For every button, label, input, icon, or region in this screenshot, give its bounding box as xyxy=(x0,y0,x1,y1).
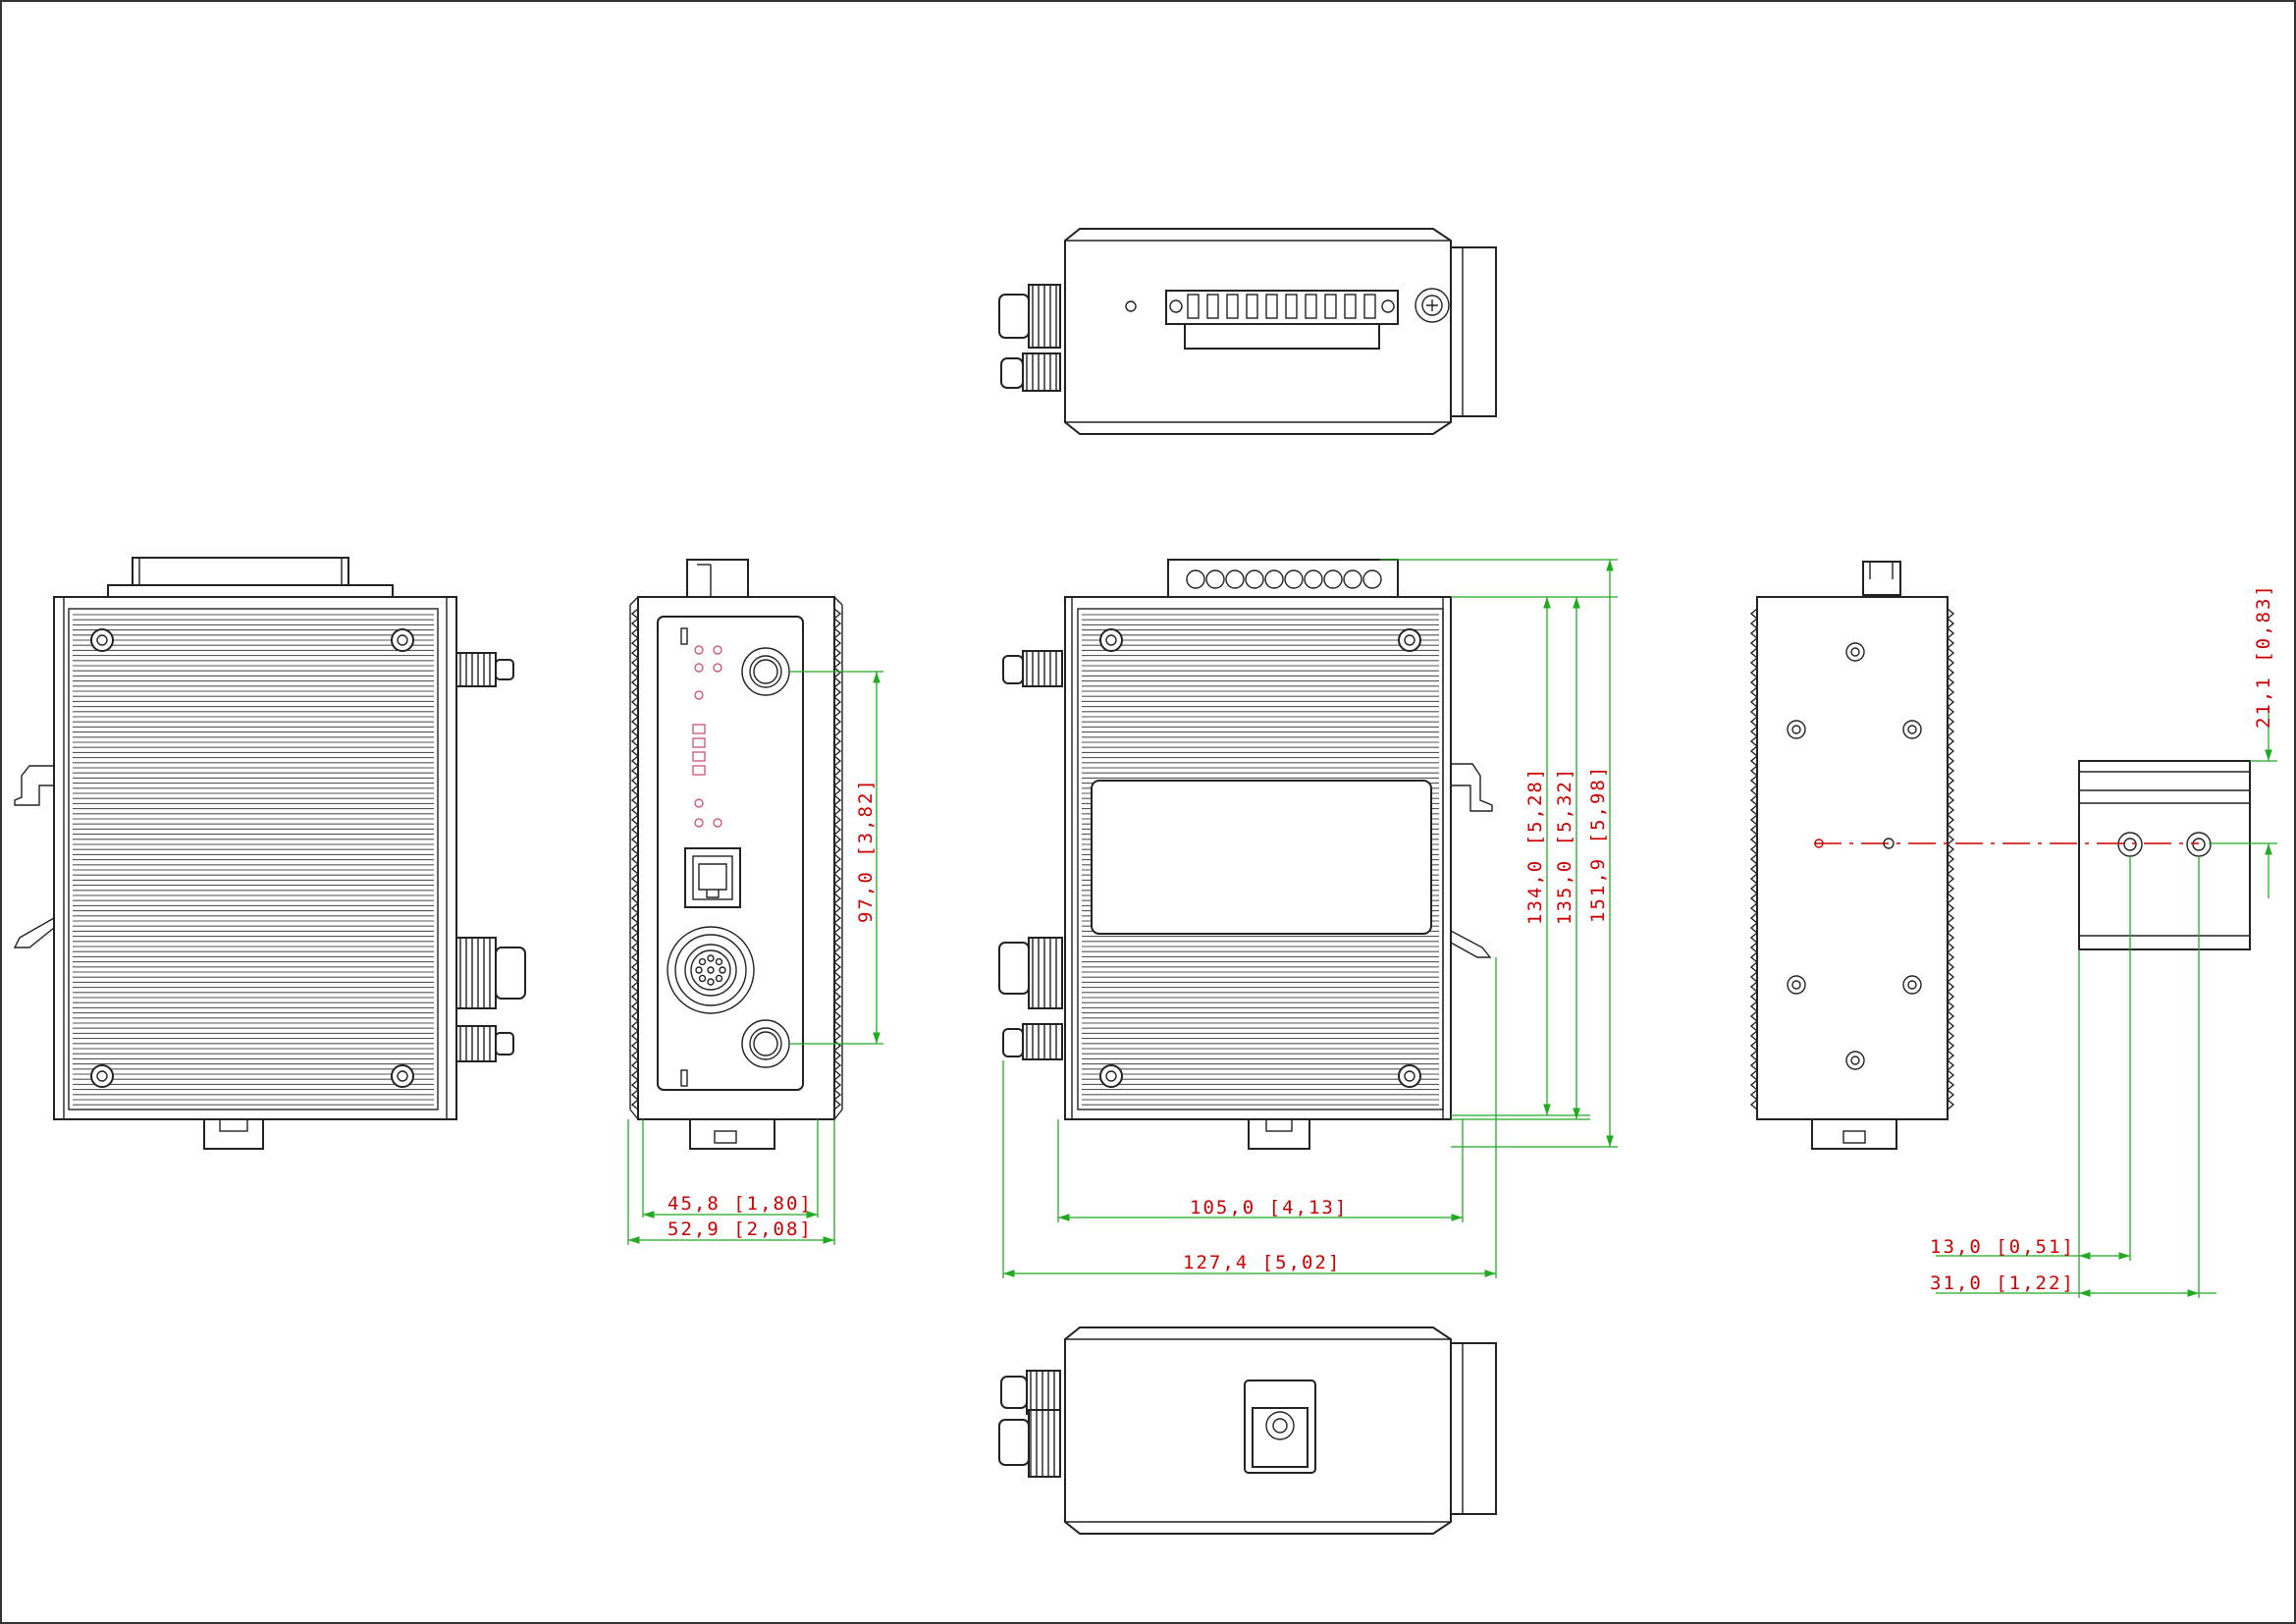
dim-housing-height: 135,0 [5,32] xyxy=(1554,767,1575,925)
dimension-lines xyxy=(627,559,2277,1298)
dim-body-depth: 105,0 [4,13] xyxy=(1190,1197,1348,1218)
dim-total-height: 151,9 [5,98] xyxy=(1587,765,1609,923)
din-rail-side-view xyxy=(1749,561,1955,1150)
housing-ribs xyxy=(1749,608,1955,1110)
dim-front-outer-width: 52,9 [2,08] xyxy=(667,1218,813,1240)
dim-hole-1-offset: 13,0 [0,51] xyxy=(1930,1236,2075,1258)
dim-total-depth: 127,4 [5,02] xyxy=(1183,1252,1341,1273)
m12-connector-threads xyxy=(1032,285,1057,348)
front-view xyxy=(629,559,843,1150)
dim-body-height: 134,0 [5,28] xyxy=(1524,767,1546,925)
m12-connector-threads xyxy=(1030,1371,1055,1477)
top-view xyxy=(998,228,1497,435)
mounting-holes xyxy=(1787,642,1922,1070)
terminal-block xyxy=(1169,294,1395,319)
left-side-view xyxy=(13,557,526,1150)
dim-hole-2-offset: 31,0 [1,22] xyxy=(1930,1272,2075,1294)
rear-side-view xyxy=(998,559,1493,1150)
terminal-block xyxy=(1186,569,1382,589)
dim-connector-spacing: 97,0 [3,82] xyxy=(855,778,877,923)
heatsink-fins xyxy=(73,614,434,1106)
mounting-screws xyxy=(90,628,414,1088)
connector-threads xyxy=(1026,651,1057,1059)
status-leds xyxy=(692,645,722,828)
sma-threads xyxy=(1026,353,1057,391)
mounting-screws xyxy=(1099,628,1421,1088)
bottom-view xyxy=(998,1326,1497,1535)
dim-front-inner-width: 45,8 [1,80] xyxy=(667,1193,813,1215)
din-clip-detail xyxy=(2078,760,2251,950)
m12-pins xyxy=(695,954,726,986)
connector-threads xyxy=(459,653,491,1061)
housing-ribs xyxy=(630,608,842,1110)
dim-clip-offset: 21,1 [0,83] xyxy=(2253,583,2274,729)
